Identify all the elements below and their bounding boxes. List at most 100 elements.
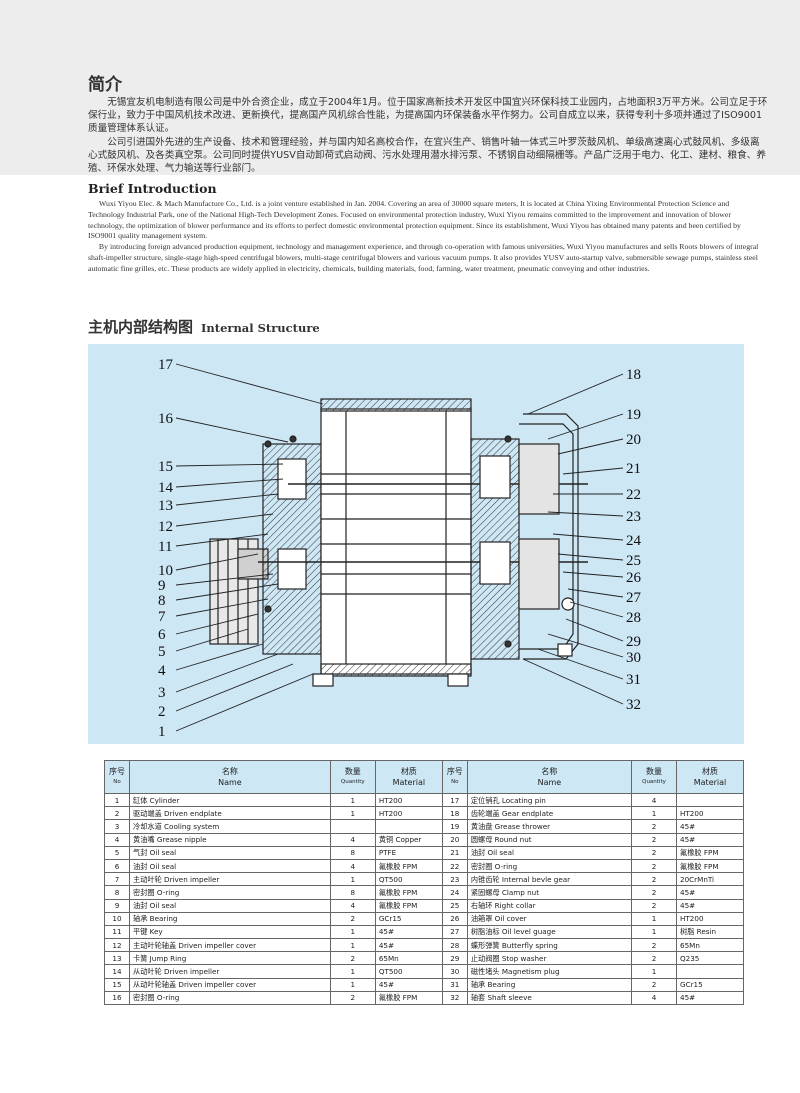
part-label: 9 [158, 578, 166, 594]
part-material: 氟橡胶 FPM [374, 885, 443, 900]
part-name: 蝶形弹簧 Butterfly spring [466, 938, 633, 953]
part-quantity: 2 [631, 832, 677, 847]
part-number: 9 [104, 898, 130, 913]
leader-line [567, 588, 624, 598]
part-number: 3 [104, 819, 130, 834]
blower-drawing [209, 398, 588, 687]
part-material: Q235 [676, 951, 744, 966]
leader-line [557, 438, 624, 455]
part-quantity: 2 [329, 911, 376, 926]
part-number: 7 [104, 872, 130, 887]
part-quantity: 4 [329, 858, 376, 874]
part-quantity: 2 [631, 858, 677, 874]
part-name: 密封圈 O-ring [129, 990, 331, 1006]
part-label: 18 [626, 367, 641, 383]
part-material: GCr15 [374, 911, 443, 926]
blower-cross-section: 1716151413121110987654321181920212223242… [158, 357, 642, 740]
part-number: 30 [441, 964, 468, 979]
part-number: 24 [441, 885, 468, 900]
leader-line [552, 533, 624, 541]
part-name: 平键 Key [129, 924, 331, 940]
part-number: 26 [441, 911, 468, 926]
part-number-labels: 1716151413121110987654321181920212223242… [158, 357, 642, 740]
intro-background [0, 0, 800, 175]
part-material: 45# [374, 977, 443, 992]
part-number: 15 [104, 977, 130, 992]
structure-title-en: Internal Structure [201, 321, 320, 335]
part-material: GCr15 [676, 977, 744, 992]
intro-cn-text: 无锡宜友机电制造有限公司是中外合资企业，成立于2004年1月。位于国家高新技术开… [88, 96, 768, 175]
part-material: HT200 [676, 911, 744, 926]
part-label: 20 [626, 432, 641, 448]
part-name: 定位销孔 Locating pin [466, 792, 633, 808]
leader-line [175, 553, 259, 571]
part-material [676, 792, 744, 808]
part-number: 29 [441, 951, 468, 966]
leader-line [569, 601, 624, 618]
part-name: 油封 Oil seal [129, 898, 331, 913]
leader-line [175, 478, 284, 488]
part-number: 6 [104, 858, 130, 874]
part-name: 卡簧 Jump Ring [129, 951, 331, 966]
part-quantity: 8 [329, 845, 376, 860]
part-label: 17 [158, 357, 174, 373]
part-label: 12 [158, 519, 173, 535]
gear-upper [518, 443, 560, 515]
part-label: 6 [158, 627, 166, 643]
part-quantity: 1 [329, 977, 376, 992]
part-material: 65Mn [676, 938, 744, 953]
part-name: 气封 Oil seal [129, 845, 331, 860]
leader-line [175, 513, 274, 527]
leader-line [522, 658, 624, 705]
part-name: 黄油嘴 Grease nipple [129, 832, 331, 847]
part-quantity: 2 [631, 898, 677, 913]
part-material [676, 964, 744, 979]
gear-cover [519, 423, 574, 650]
leader-line [562, 571, 624, 578]
part-label: 8 [158, 593, 166, 609]
part-number: 19 [441, 819, 468, 834]
part-label: 28 [626, 610, 641, 626]
part-material: 氟橡胶 FPM [374, 898, 443, 913]
part-name: 齿轮端盖 Gear endplate [466, 806, 633, 821]
part-label: 13 [158, 498, 173, 514]
part-material: 氟橡胶 FPM [676, 845, 744, 860]
part-name: 从动叶轮轴盖 Driven impeller cover [129, 977, 331, 992]
part-quantity: 1 [329, 806, 376, 821]
leader-line [175, 533, 269, 547]
leader-line [557, 553, 624, 561]
part-material: 45# [374, 938, 443, 953]
part-label: 5 [158, 644, 166, 660]
part-name: 磁性堵头 Magnetism plug [466, 964, 633, 979]
part-label: 16 [158, 411, 174, 427]
part-label: 26 [626, 570, 642, 586]
part-name: 黄油盘 Grease thrower [466, 819, 633, 834]
part-label: 23 [626, 509, 641, 525]
part-label: 30 [626, 650, 641, 666]
part-number: 31 [441, 977, 468, 992]
leader-line [547, 413, 624, 440]
part-material: 45# [676, 885, 744, 900]
leader-line [175, 613, 259, 635]
part-quantity: 1 [329, 938, 376, 953]
part-name: 油封 Oil seal [129, 858, 331, 874]
part-number: 8 [104, 885, 130, 900]
part-quantity: 1 [329, 964, 376, 979]
part-quantity: 2 [631, 977, 677, 992]
intro-en-title: Brief Introduction [88, 181, 217, 196]
part-name: 右轴环 Right collar [466, 898, 633, 913]
part-material: QT500 [374, 964, 443, 979]
part-material: HT200 [676, 806, 744, 821]
